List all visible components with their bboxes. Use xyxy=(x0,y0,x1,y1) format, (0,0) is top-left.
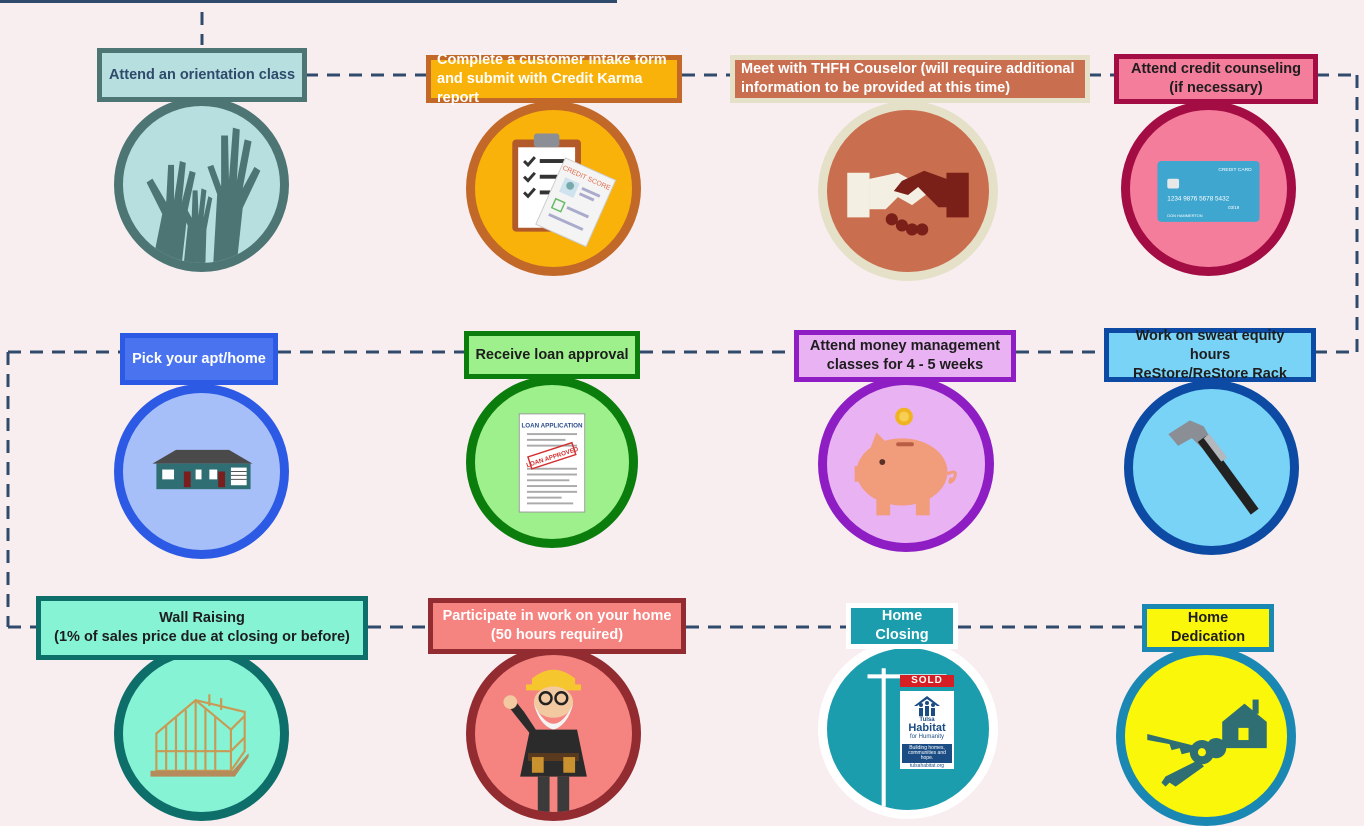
habitat-city: Tulsa xyxy=(919,717,935,723)
habitat-logo-icon xyxy=(914,696,940,716)
credit-score-clipboard-icon: CREDIT SCORE xyxy=(512,133,617,248)
step-12-label: Home Dedication xyxy=(1142,604,1274,652)
habitat-url: tulsahabitat.org xyxy=(909,763,945,769)
step-2-label: Complete a customer intake form and subm… xyxy=(426,52,682,106)
step-6-icon-circle xyxy=(818,376,994,552)
step-6-label: Attend money management classes for 4 - … xyxy=(794,330,1016,382)
svg-text:1234 9876 5678 5432: 1234 9876 5678 5432 xyxy=(1167,195,1229,202)
svg-text:DON HAMMERTON: DON HAMMERTON xyxy=(1167,213,1202,218)
step-7-label: Receive loan approval xyxy=(464,331,640,379)
step-9-icon-circle xyxy=(114,646,289,821)
step-5-label: Work on sweat equity hours ReStore/ReSto… xyxy=(1104,328,1316,382)
piggy-bank-icon xyxy=(854,407,957,516)
house-icon xyxy=(152,449,253,490)
house-frame-icon xyxy=(150,694,249,777)
habitat-name: Habitat xyxy=(908,722,946,734)
step-11-label: Home Closing xyxy=(846,603,958,649)
step-3-icon-circle xyxy=(818,101,998,281)
hammer-icon xyxy=(1168,420,1259,515)
habitat-tagline: Building homes, communities and hope. xyxy=(902,744,952,763)
step-12-icon-circle xyxy=(1116,646,1296,826)
handshake-icon xyxy=(847,170,969,236)
step-8-label: Pick your apt/home xyxy=(120,333,278,385)
habitat-logo-sign: Tulsa Habitat for Humanity Building home… xyxy=(900,691,954,769)
step-1-label: Attend an orientation class xyxy=(97,48,307,102)
builder-mascot-icon xyxy=(503,669,587,812)
step-5-icon-circle xyxy=(1124,380,1299,555)
raised-hands-icon xyxy=(146,127,261,263)
sold-sign-banner: SOLD xyxy=(900,675,954,687)
house-keys-icon xyxy=(1147,699,1267,787)
svg-text:03/19: 03/19 xyxy=(1228,205,1240,210)
step-10-icon-circle xyxy=(466,646,641,821)
step-11-icon-circle: SOLD Tulsa Habitat for Humanity Building… xyxy=(818,639,998,819)
svg-text:LOAN APPLICATION: LOAN APPLICATION xyxy=(521,422,583,429)
step-9-label: Wall Raising (1% of sales price due at c… xyxy=(36,596,368,660)
svg-text:CREDIT CARD: CREDIT CARD xyxy=(1218,167,1252,173)
step-2-icon-circle: CREDIT SCORE xyxy=(466,101,641,276)
step-3-label: Meet with THFH Couselor (will require ad… xyxy=(730,55,1090,103)
habitat-sub: for Humanity xyxy=(909,734,944,740)
step-1-icon-circle xyxy=(114,97,289,272)
step-4-label: Attend credit counseling (if necessary) xyxy=(1114,54,1318,104)
step-10-label: Participate in work on your home (50 hou… xyxy=(428,598,686,654)
step-8-icon-circle xyxy=(114,384,289,559)
